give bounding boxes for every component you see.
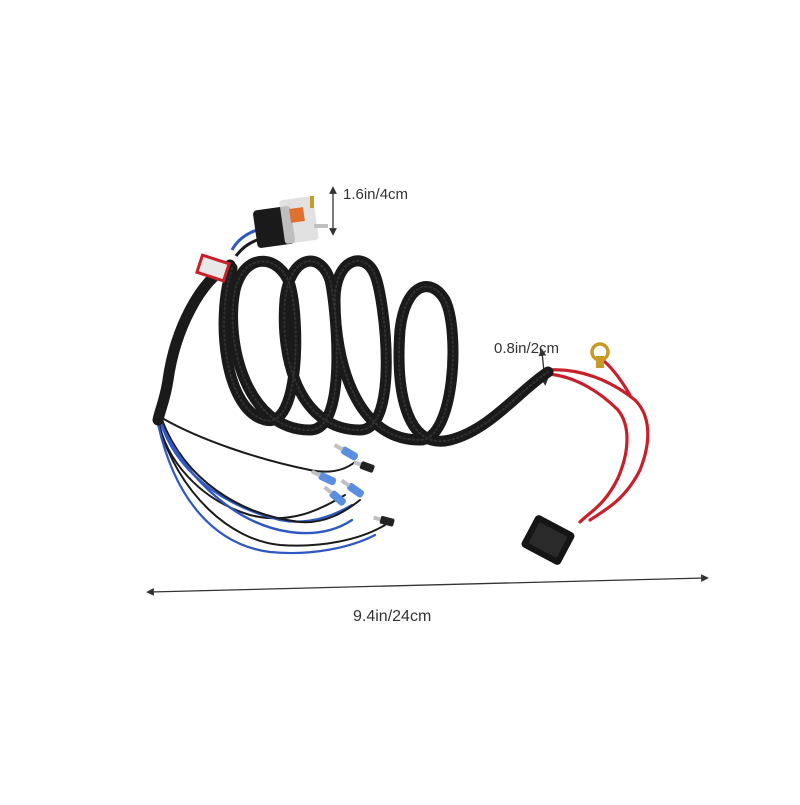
relay-block <box>230 196 328 257</box>
ring-terminal <box>590 342 610 368</box>
fuse-holder <box>521 515 575 565</box>
spade-terminals <box>311 443 395 527</box>
corrugated-sleeve <box>152 255 554 447</box>
red-wires <box>546 356 650 524</box>
sleeve-label-band <box>195 253 231 283</box>
relay-height-label: 1.6in/4cm <box>343 186 409 203</box>
overall-length-label: 9.4in/24cm <box>353 608 432 625</box>
overall-length-line <box>146 574 709 596</box>
thin-wires <box>156 417 386 555</box>
wire-width-label: 0.8in/2cm <box>494 340 560 357</box>
